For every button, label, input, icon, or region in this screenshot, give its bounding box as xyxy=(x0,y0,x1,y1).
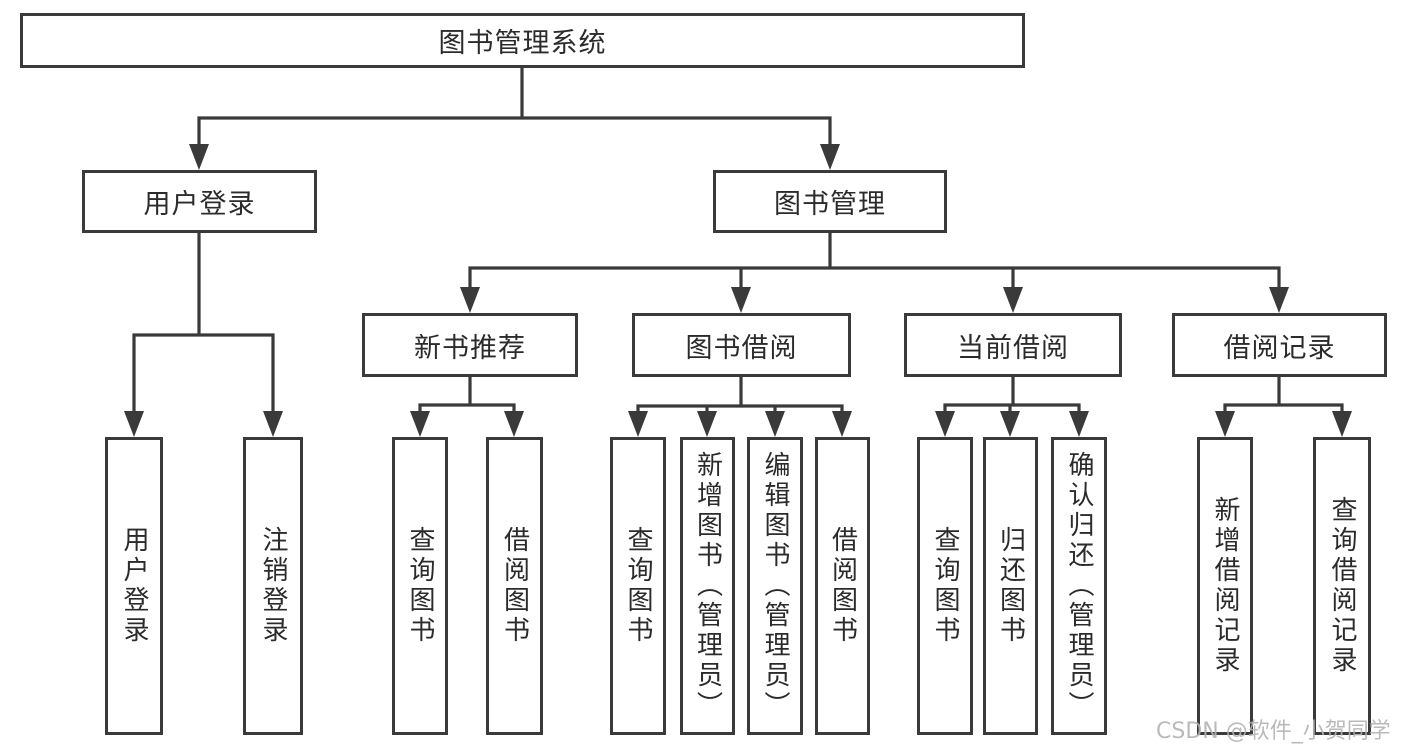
leaf-return-books: 归还图书 xyxy=(983,437,1038,735)
node-book-management: 图书管理 xyxy=(713,170,947,233)
watermark: CSDN @软件_小贺同学 xyxy=(1156,719,1391,744)
leaf-label: 用户登录 xyxy=(119,526,149,646)
node-user-login: 用户登录 xyxy=(82,170,317,233)
node-new-book-recommend: 新书推荐 xyxy=(362,313,578,377)
node-current-borrow: 当前借阅 xyxy=(904,313,1122,377)
leaf-label: 确认归还（管理员） xyxy=(1064,451,1094,721)
leaf-query-borrow-record: 查询借阅记录 xyxy=(1313,437,1371,735)
leaf-label: 查询图书 xyxy=(930,526,960,646)
node-label: 用户登录 xyxy=(143,189,256,220)
leaf-label: 借阅图书 xyxy=(827,526,858,646)
leaf-label: 查询图书 xyxy=(623,526,653,646)
node-label: 图书借阅 xyxy=(685,332,798,364)
leaf-current-query-books: 查询图书 xyxy=(917,437,973,735)
node-label: 新书推荐 xyxy=(414,332,526,364)
leaf-borrow-books: 借阅图书 xyxy=(815,437,870,735)
leaf-add-books-admin: 新增图书（管理员） xyxy=(680,437,735,735)
tree-edges xyxy=(132,66,1344,417)
leaf-edit-books-admin: 编辑图书（管理员） xyxy=(747,437,803,735)
leaf-label: 新增图书（管理员） xyxy=(692,451,723,721)
node-label: 图书管理 xyxy=(774,189,886,220)
leaf-label: 借阅图书 xyxy=(499,526,530,646)
leaf-user-login: 用户登录 xyxy=(105,437,163,735)
node-system-root: 图书管理系统 xyxy=(20,13,1025,68)
leaf-label: 编辑图书（管理员） xyxy=(760,451,790,721)
leaf-confirm-return-admin: 确认归还（管理员） xyxy=(1051,437,1107,735)
leaf-add-borrow-record: 新增借阅记录 xyxy=(1197,437,1253,735)
leaf-logout: 注销登录 xyxy=(243,437,303,735)
leaf-label: 查询图书 xyxy=(405,526,435,646)
node-book-borrow: 图书借阅 xyxy=(632,313,851,377)
node-label: 借阅记录 xyxy=(1223,332,1336,364)
leaf-label: 归还图书 xyxy=(995,526,1026,646)
arrowhead-icons xyxy=(124,144,1352,437)
leaf-label: 查询借阅记录 xyxy=(1327,496,1357,676)
leaf-recommend-query-books: 查询图书 xyxy=(392,437,448,735)
leaf-borrow-query-books: 查询图书 xyxy=(610,437,666,735)
leaf-label: 注销登录 xyxy=(258,526,288,646)
node-borrow-records: 借阅记录 xyxy=(1172,313,1387,377)
leaf-recommend-borrow-books: 借阅图书 xyxy=(486,437,543,735)
node-label: 图书管理系统 xyxy=(438,28,607,59)
leaf-label: 新增借阅记录 xyxy=(1210,496,1240,676)
node-label: 当前借阅 xyxy=(957,332,1069,364)
